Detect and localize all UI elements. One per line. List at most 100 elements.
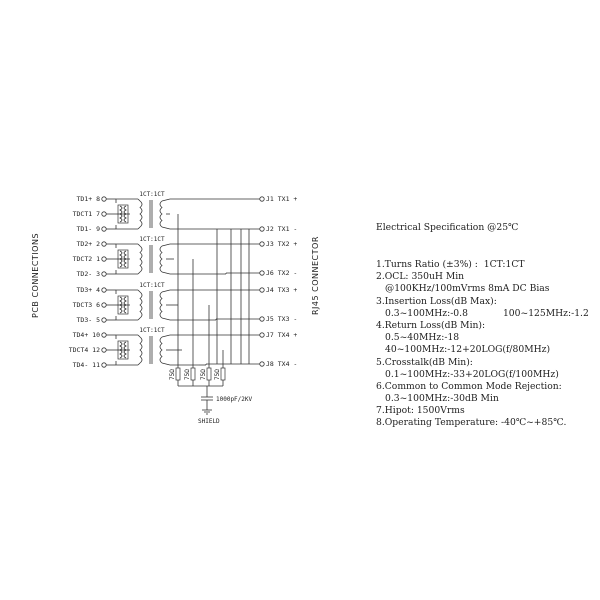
- rj45-terminal: [259, 226, 265, 232]
- pin-terminal: [101, 287, 107, 293]
- wire: [137, 243, 141, 247]
- pin-label: TD4+ 10: [73, 331, 100, 339]
- rj45-terminal: [259, 287, 265, 293]
- shield-label: SHIELD: [198, 418, 220, 425]
- wire: [161, 289, 171, 293]
- spec-line: 2.OCL: 350uH Min: [376, 271, 465, 283]
- turns-ratio-label: 1CT:1CT: [139, 282, 165, 289]
- rj45-pin-label: J6 TX2 -: [266, 269, 297, 277]
- rj45-terminal: [259, 241, 265, 247]
- coil-winding: [139, 245, 143, 273]
- pin-label: TD2- 3: [77, 270, 101, 278]
- rj45-pin-label: J2 TX1 -: [266, 225, 297, 233]
- wire: [161, 271, 171, 275]
- coil-winding: [139, 336, 143, 364]
- pin-terminal: [101, 347, 107, 353]
- termination-resistor: [206, 367, 212, 381]
- termination-resistor: [220, 367, 226, 381]
- spec-line: 0.5~40MHz:-18: [385, 332, 460, 344]
- pin-terminal: [101, 211, 107, 217]
- wire: [161, 226, 171, 230]
- spec-line: 8.Operating Temperature: -40℃~+85℃.: [376, 417, 567, 429]
- spec-line: 6.Common to Common Mode Rejection:: [376, 380, 562, 392]
- spec-line: 1.Turns Ratio (±3%) : 1CT:1CT: [376, 259, 525, 270]
- turns-ratio-label: 1CT:1CT: [139, 327, 165, 334]
- channels-group: TD1+ 8 TDCT1 7 TD1- 9 1CT:1CT J1 TX1 + J2 TX1…: [69, 191, 298, 369]
- rj45-terminal: [259, 270, 265, 276]
- coil-winding: [139, 200, 143, 228]
- pin-terminal: [101, 226, 107, 232]
- pin-label: TD2+ 2: [77, 240, 101, 248]
- pin-terminal: [101, 362, 107, 368]
- rj45-pin-label: J3 TX2 +: [266, 240, 297, 248]
- pin-terminal: [101, 271, 107, 277]
- pin-label: TD3- 5: [77, 316, 101, 324]
- resistor-label: 75Ω: [184, 369, 191, 380]
- pin-label: TD1+ 8: [77, 195, 101, 203]
- resistor-label: 75Ω: [169, 369, 176, 380]
- resistor-label: 75Ω: [214, 369, 221, 380]
- spec-line: 0.1~100MHz:-33+20LOG(f/100MHz): [385, 368, 559, 380]
- rj45-terminal: [259, 361, 265, 367]
- pin-label: TDCT2 1: [73, 255, 100, 263]
- rj45-pin-label: J1 TX1 +: [266, 195, 297, 203]
- wire: [137, 317, 141, 321]
- rj45-terminal: [259, 332, 265, 338]
- wire: [161, 334, 171, 338]
- capacitor-label: 1000pF/2KV: [216, 396, 253, 403]
- pin-label: TD1- 9: [77, 225, 101, 233]
- wire: [161, 317, 171, 321]
- spec-line: 7.Hipot: 1500Vrms: [376, 405, 465, 417]
- rj45-pin-label: J5 TX3 -: [266, 315, 297, 323]
- spec-title: Electrical Specification @25℃: [376, 222, 519, 234]
- wire: [161, 362, 171, 366]
- pin-terminal: [101, 332, 107, 338]
- pin-label: TD4- 11: [73, 361, 100, 369]
- spec-line: 0.3~100MHz:-30dB Min: [385, 393, 499, 405]
- rj45-terminal: [259, 316, 265, 322]
- termination-network: 75Ω 75Ω 75Ω 75Ω 1000pF/2KV SHIELD: [169, 214, 253, 425]
- pin-label: TDCT3 6: [73, 301, 100, 309]
- spec-line: 40~100MHz:-12+20LOG(f/80MHz): [385, 344, 551, 356]
- rj45-pin-label: J7 TX4 +: [266, 331, 297, 339]
- rj45-terminal: [259, 196, 265, 202]
- termination-resistor: [190, 367, 196, 381]
- wire: [137, 362, 141, 366]
- coil-winding: [159, 200, 163, 228]
- turns-ratio-label: 1CT:1CT: [139, 236, 165, 243]
- spec-line: 4.Return Loss(dB Min):: [376, 319, 486, 331]
- coil-winding: [159, 291, 163, 319]
- pin-terminal: [101, 256, 107, 262]
- wire: [137, 289, 141, 293]
- wire: [137, 226, 141, 230]
- wire: [137, 334, 141, 338]
- coil-winding: [139, 291, 143, 319]
- coil-winding: [159, 336, 163, 364]
- rj45-pin-label: J4 TX3 +: [266, 286, 297, 294]
- rj45-connector-label: RJ45 CONNECTOR: [311, 236, 320, 315]
- spec-line: 0.3~100MHz:-0.8 100~125MHz:-1.2: [385, 307, 589, 319]
- pin-terminal: [101, 302, 107, 308]
- wire: [161, 198, 171, 202]
- wire: [137, 271, 141, 275]
- wire: [161, 243, 171, 247]
- spec-line: 3.Insertion Loss(dB Max):: [376, 295, 497, 307]
- pin-terminal: [101, 196, 107, 202]
- pcb-connections-label: PCB CONNECTIONS: [31, 233, 40, 318]
- spec-line: @100KHz/100mVrms 8mA DC Bias: [385, 283, 550, 295]
- pin-terminal: [101, 317, 107, 323]
- resistor-label: 75Ω: [200, 369, 207, 380]
- pin-terminal: [101, 241, 107, 247]
- pin-label: TDCT1 7: [73, 210, 100, 218]
- rj45-pin-label: J8 TX4 -: [266, 360, 297, 368]
- electrical-specification: Electrical Specification @25℃ 1.Turns Ra…: [376, 198, 589, 428]
- turns-ratio-label: 1CT:1CT: [139, 191, 165, 198]
- spec-line: 5.Crosstalk(dB Min):: [376, 356, 473, 368]
- termination-resistor: [175, 367, 181, 381]
- pin-label: TD3+ 4: [77, 286, 101, 294]
- coil-winding: [159, 245, 163, 273]
- pin-label: TDCT4 12: [69, 346, 100, 354]
- wire: [137, 198, 141, 202]
